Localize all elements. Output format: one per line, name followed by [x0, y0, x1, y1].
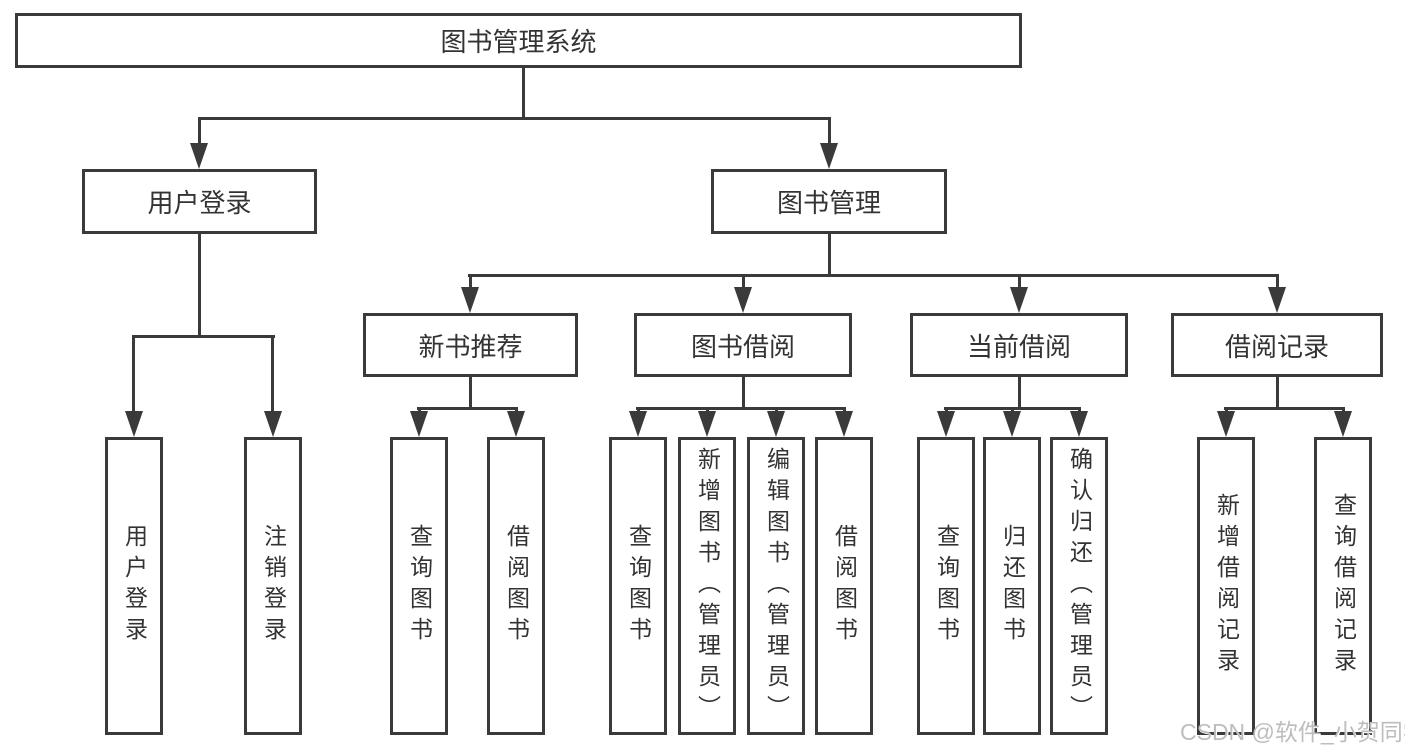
node-book-borrowing: 图书借阅 [634, 313, 852, 377]
arrowhead-icon [461, 287, 479, 313]
node-user-login: 用户登录 [82, 169, 317, 234]
node-label: 确认归还（管理员） [1066, 446, 1093, 726]
node-label: 图书管理系统 [440, 27, 597, 57]
node-label: 查询图书 [406, 524, 433, 648]
arrowhead-icon [820, 143, 838, 169]
leaf-query-borrow-record: 查询借阅记录 [1314, 437, 1372, 735]
connector-drop [198, 117, 201, 145]
connector-root-stem [522, 66, 525, 117]
node-label: 查询图书 [933, 524, 960, 648]
arrowhead-icon [1003, 411, 1021, 437]
arrowhead-icon [507, 411, 525, 437]
leaf-add-book-admin: 新增图书（管理员） [678, 437, 736, 735]
arrowhead-icon [125, 411, 143, 437]
arrowhead-icon [264, 411, 282, 437]
node-current-borrowing: 当前借阅 [910, 313, 1128, 377]
connector-drop [775, 407, 778, 414]
connector-bus [417, 407, 518, 410]
node-label: 借阅图书 [831, 524, 858, 648]
node-label: 图书借阅 [690, 331, 795, 362]
connector-drop [843, 407, 846, 414]
connector-drop [1078, 407, 1081, 414]
connector-drop [132, 335, 135, 411]
connector-drop [1342, 407, 1345, 414]
node-label: 图书管理 [776, 188, 881, 218]
connector-drop [945, 407, 948, 414]
leaf-confirm-return-admin: 确认归还（管理员） [1050, 437, 1108, 735]
connector-stem [742, 374, 745, 407]
connector-drop [1225, 407, 1228, 414]
connector-drop [418, 407, 421, 414]
node-label: 新书推荐 [418, 331, 523, 362]
connector-stem [1276, 374, 1279, 407]
arrowhead-icon [1334, 411, 1352, 437]
node-label: 当前借阅 [966, 331, 1071, 362]
leaf-newbook-query-books: 查询图书 [390, 437, 448, 735]
connector-drop [742, 274, 745, 289]
leaf-user-login: 用户登录 [105, 437, 163, 735]
arrowhead-icon [767, 411, 785, 437]
node-label: 查询图书 [625, 524, 652, 648]
leaf-borrowing-borrow-books: 借阅图书 [815, 437, 873, 735]
node-label: 编辑图书（管理员） [763, 446, 790, 726]
arrowhead-icon [1217, 411, 1235, 437]
arrowhead-icon [835, 411, 853, 437]
connector-drop [706, 407, 709, 414]
arrowhead-icon [190, 143, 208, 169]
leaf-newbook-borrow-books: 借阅图书 [487, 437, 545, 735]
arrowhead-icon [629, 411, 647, 437]
node-label: 用户登录 [147, 188, 252, 218]
connector-drop [469, 274, 472, 289]
connector-bus-level2 [198, 117, 831, 120]
connector-stem-book-management [828, 232, 831, 277]
connector-bus-user-login [132, 335, 275, 338]
connector-bus [1224, 407, 1345, 410]
connector-bus-level3 [468, 274, 1279, 277]
connector-drop [637, 407, 640, 414]
node-borrowing-records: 借阅记录 [1171, 313, 1383, 377]
node-label: 借阅记录 [1224, 331, 1329, 362]
connector-drop [1276, 274, 1279, 289]
leaf-logout: 注销登录 [244, 437, 302, 735]
csdn-watermark: CSDN @软件_小贺同学 [1180, 719, 1405, 745]
connector-stem [1018, 374, 1021, 407]
leaf-add-borrow-record: 新增借阅记录 [1197, 437, 1255, 735]
arrowhead-icon [734, 287, 752, 313]
node-new-book-recommendation: 新书推荐 [363, 313, 578, 377]
arrowhead-icon [1070, 411, 1088, 437]
node-label: 用户登录 [121, 524, 148, 648]
arrowhead-icon [1268, 287, 1286, 313]
node-label: 新增图书（管理员） [694, 446, 721, 726]
connector-drop [1011, 407, 1014, 414]
node-label: 注销登录 [260, 524, 287, 648]
arrowhead-icon [410, 411, 428, 437]
leaf-edit-book-admin: 编辑图书（管理员） [747, 437, 805, 735]
arrowhead-icon [1010, 287, 1028, 313]
node-label: 查询借阅记录 [1330, 493, 1357, 679]
leaf-return-books: 归还图书 [983, 437, 1041, 735]
leaf-borrowing-query-books: 查询图书 [609, 437, 667, 735]
connector-drop [828, 117, 831, 145]
node-book-management: 图书管理 [711, 169, 947, 234]
node-label: 归还图书 [999, 524, 1026, 648]
connector-drop [515, 407, 518, 414]
leaf-current-query-books: 查询图书 [917, 437, 975, 735]
node-library-management-system: 图书管理系统 [15, 13, 1022, 68]
node-label: 新增借阅记录 [1213, 493, 1240, 679]
connector-stem-user-login [198, 232, 201, 335]
arrowhead-icon [937, 411, 955, 437]
connector-drop [1018, 274, 1021, 289]
connector-bus [636, 407, 846, 410]
connector-drop [271, 335, 274, 411]
arrowhead-icon [698, 411, 716, 437]
node-label: 借阅图书 [503, 524, 530, 648]
connector-stem [469, 374, 472, 407]
